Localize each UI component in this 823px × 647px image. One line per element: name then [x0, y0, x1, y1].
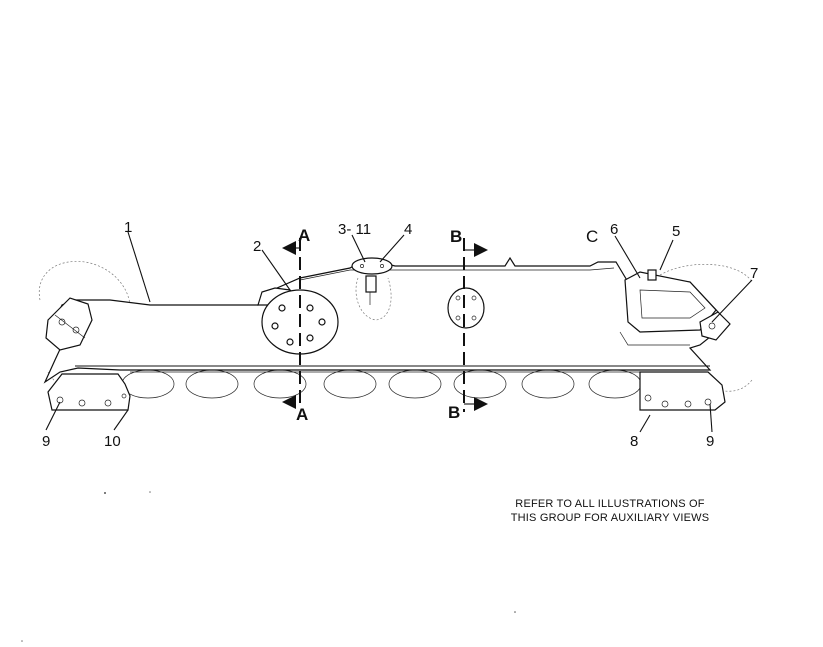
scan-specks: [21, 491, 516, 642]
callout-8: 8: [630, 433, 638, 450]
callout-2: 2: [253, 238, 261, 255]
note-line-2: THIS GROUP FOR AUXILIARY VIEWS: [510, 512, 710, 524]
track-rollers: [121, 369, 642, 399]
section-label-a-top: A: [298, 226, 310, 245]
callout-1: 1: [124, 219, 132, 236]
callout-10: 10: [104, 433, 121, 450]
callout-6: 6: [610, 221, 618, 238]
auxiliary-views-note: REFER TO ALL ILLUSTRATIONS OF THIS GROUP…: [470, 497, 750, 525]
callout-4: 4: [404, 221, 412, 238]
section-label-b-top: B: [450, 227, 462, 246]
left-end-bracket: [45, 297, 93, 351]
fill-cover: [351, 257, 393, 321]
callout-5: 5: [672, 223, 680, 240]
idler-bracket: [619, 269, 731, 346]
roller-frame-body: [43, 256, 726, 384]
view-label-c: C: [586, 227, 598, 246]
callout-9-left: 9: [42, 433, 50, 450]
section-label-a-bottom: A: [296, 405, 308, 424]
section-line-b: [463, 238, 488, 412]
leader-lines: [45, 231, 753, 433]
section-label-b-bottom: B: [448, 403, 460, 422]
note-line-1: REFER TO ALL ILLUSTRATIONS OF: [515, 498, 705, 510]
callout-3-11: 3- 11: [338, 221, 371, 238]
callout-7: 7: [750, 265, 758, 282]
left-guard-plate: [47, 373, 131, 411]
right-guard-plate: [639, 371, 726, 411]
idler-outlines: [38, 261, 753, 395]
callout-9-right: 9: [706, 433, 714, 450]
center-flange: [447, 287, 485, 329]
section-line-a: [282, 238, 301, 409]
